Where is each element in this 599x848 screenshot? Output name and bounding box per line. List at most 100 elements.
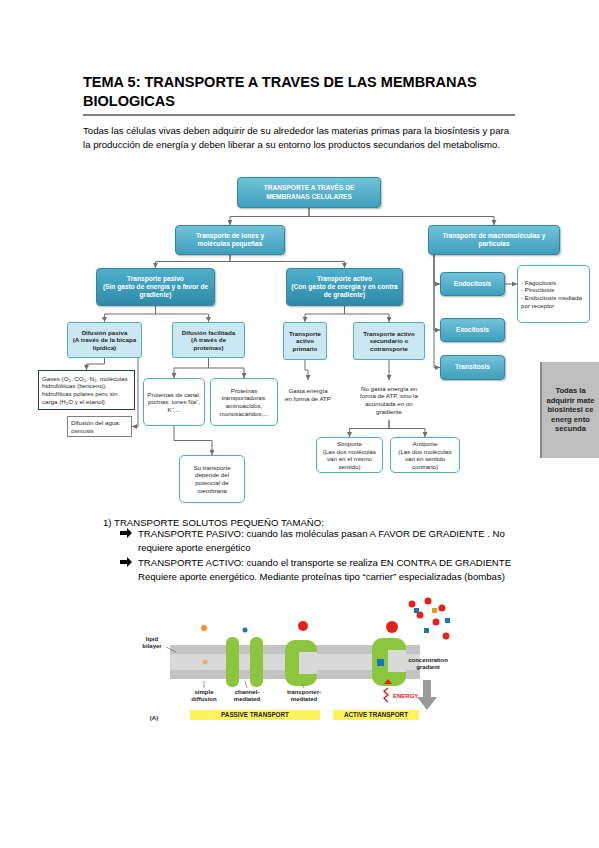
energy-label: ENERGY: [393, 693, 423, 700]
connector: [350, 420, 390, 437]
box-text: (A través de la bicapa lipídica): [71, 336, 138, 351]
concept-box: Transporte de iones y moléculas pequeñas: [175, 225, 285, 255]
figure-label: lipid bilayer: [136, 636, 168, 650]
box-text: Exocitosis: [456, 326, 489, 334]
concept-box: Proteínas transportadoras: aminoácidos, …: [210, 378, 278, 426]
gradient-molecule: [424, 628, 429, 633]
solute-ball: [298, 621, 308, 631]
gradient-arrow: [417, 697, 437, 710]
figure-label: concentration gradient: [406, 657, 450, 671]
box-text: Antiporte: [413, 440, 438, 448]
concept-box: Exocitosis: [440, 318, 505, 342]
concept-box: TRANSPORTE A TRAVÉS DE MEMBRANAS CELULAR…: [237, 177, 381, 208]
concept-box: Simporte(Las dos moléculas van en el mis…: [316, 437, 383, 473]
box-text: Transitosis: [455, 363, 490, 371]
solute-square: [377, 659, 384, 666]
gradient-molecule: [443, 633, 450, 640]
page-title: TEMA 5: TRANSPORTE A TRAVES DE LAS MEMBR…: [83, 73, 528, 111]
concept-box: No gasta energía en forma de ATP, sino l…: [350, 380, 428, 420]
bullet-arrow: [120, 528, 132, 538]
connector: [305, 360, 308, 380]
connector: [230, 208, 309, 225]
solute-dot: [243, 628, 248, 633]
concept-box: Difusión pasiva(A través de la bicapa li…: [67, 322, 142, 358]
box-text: Todas la adquirir mate biosintesi ce ene…: [545, 386, 596, 433]
connector: [174, 358, 209, 378]
box-text: (A través de proteínas): [176, 336, 241, 351]
leader-line: [245, 681, 247, 688]
figure-label: channel-mediated: [227, 689, 267, 703]
gradient-molecule: [417, 612, 424, 619]
box-text: Difusión del agua: ósmosis: [71, 419, 128, 434]
leader-line: [204, 681, 205, 688]
box-text: Transporte activo secundario o cotranspo…: [357, 330, 421, 353]
solute-ball: [386, 621, 398, 633]
figure-label: simple diffusion: [186, 689, 222, 703]
body-text: Todas las células vivas deben adquirir d…: [83, 124, 517, 152]
box-text: Endocitosis: [454, 280, 491, 288]
gradient-molecule: [425, 598, 432, 605]
section-heading: 1) TRANSPORTE SOLUTOS PEQUEÑO TAMAÑO:: [103, 516, 483, 530]
box-text: No gasta energía en forma de ATP, sino l…: [353, 385, 425, 415]
connector: [209, 358, 245, 378]
box-text: Transporte de iones y moléculas pequeñas: [179, 232, 281, 248]
connector: [230, 255, 345, 268]
box-text: (Las dos moléculas van en sentido contra…: [394, 448, 456, 471]
box-text: Gases (O₂, CO₂, N₂, moléculas hidrofóbic…: [42, 375, 131, 405]
connector: [389, 420, 425, 437]
box-text: Proteínas de canal, porinas: iones Na⁺, …: [147, 391, 201, 414]
concept-box: Transitosis: [440, 355, 505, 380]
section-band: PASSIVE TRANSPORT: [190, 710, 320, 720]
concept-box: Difusión facilitada(A través de proteína…: [172, 322, 245, 358]
connector: [434, 255, 440, 368]
panel-letter: (A): [146, 715, 162, 722]
energy-wave: [384, 688, 388, 702]
box-text: Difusión facilitada: [182, 329, 235, 337]
box-text: Difusión pasiva: [82, 329, 128, 337]
connector: [309, 208, 494, 225]
figure-label: transporter-mediated: [282, 689, 326, 703]
connector: [156, 255, 231, 268]
box-text: Simporte: [337, 440, 362, 448]
concept-box: Transporte activo secundario o cotranspo…: [353, 322, 425, 360]
box-text: TRANSPORTE A TRAVÉS DE MEMBRANAS CELULAR…: [241, 184, 377, 200]
gradient-molecule: [409, 601, 416, 608]
concept-box: Transporte activo(Con gasto de energía y…: [286, 268, 403, 306]
leader-line: [166, 647, 176, 652]
connector: [87, 358, 105, 370]
gradient-molecule: [432, 608, 437, 613]
gradient-molecule: [433, 619, 440, 626]
box-text: (Sin gasto de energía y a favor de gradi…: [100, 283, 211, 299]
box-text: Transporte activo: [317, 275, 372, 283]
energy-head: [384, 679, 392, 684]
pump-notch: [388, 650, 406, 672]
channel-protein: [250, 637, 263, 687]
connector: [174, 426, 212, 455]
concept-box: Gasta energía en forma de ATP: [282, 380, 334, 410]
gradient-arrow: [423, 680, 431, 698]
bullet-text: TRANSPORTE ACTIVO: cuando el transporte …: [138, 556, 530, 584]
bilayer-core: [170, 654, 420, 670]
transporter-notch: [299, 652, 317, 674]
connector: [345, 306, 390, 322]
connector: [156, 306, 209, 322]
bullet-arrow: [120, 557, 132, 567]
concept-box: Todas la adquirir mate biosintesi ce ene…: [540, 362, 599, 458]
gradient-molecule: [439, 605, 446, 612]
concept-box: Difusión del agua: ósmosis: [67, 416, 132, 437]
connector: [105, 306, 156, 322]
box-text: Transporte pasivo: [127, 275, 184, 283]
box-text: Transporte activo primario: [287, 330, 323, 353]
title-rule: [83, 115, 515, 116]
transporter-protein: [285, 640, 317, 686]
concept-box: Gases (O₂, CO₂, N₂, moléculas hidrofóbic…: [38, 370, 135, 410]
concept-box: Antiporte(Las dos moléculas van en senti…: [390, 437, 460, 473]
channel-protein: [226, 637, 239, 687]
gradient-molecule: [445, 618, 450, 623]
concept-box: Endocitosis: [440, 272, 505, 296]
concept-box: Proteínas de canal, porinas: iones Na⁺, …: [143, 378, 205, 426]
connector: [505, 284, 517, 285]
lipid-bilayer: [170, 645, 420, 679]
concept-box: - Fagocitosis- Pinocitosis- Endocitosis …: [517, 265, 590, 323]
box-text: Proteínas transportadoras: aminoácidos, …: [214, 387, 274, 417]
